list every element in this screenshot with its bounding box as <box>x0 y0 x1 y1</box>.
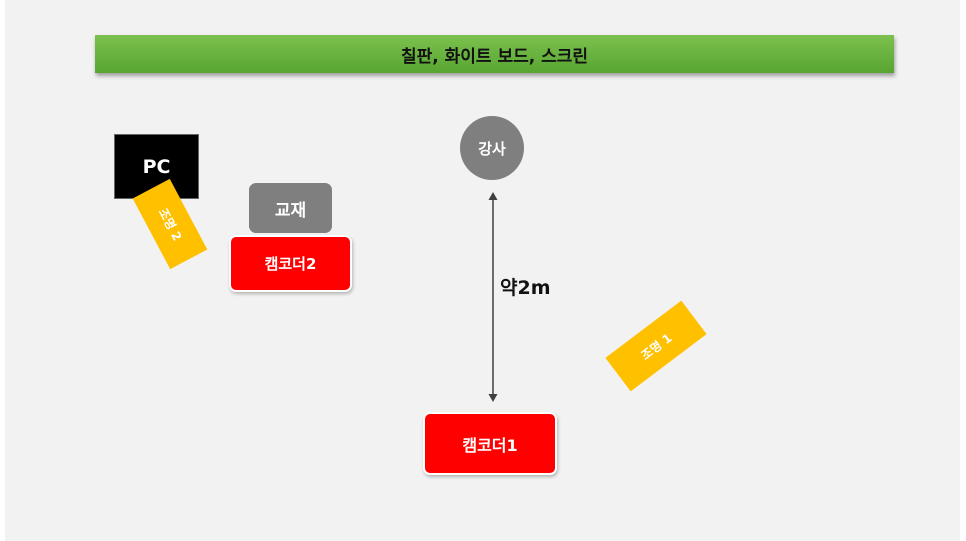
teaching-material-label: 교재 <box>274 200 307 221</box>
light-1: 조명 1 <box>605 300 707 392</box>
blackboard-label: 칠판, 화이트 보드, 스크린 <box>400 46 589 67</box>
diagram-canvas: 칠판, 화이트 보드, 스크린 PC 조명 2 교재 캠코더2 강사 약2m 조… <box>5 0 960 541</box>
instructor-circle: 강사 <box>460 116 524 180</box>
camcorder-2-label: 캠코더2 <box>264 255 317 273</box>
light-1-label: 조명 1 <box>638 330 675 363</box>
camcorder-2: 캠코더2 <box>229 235 352 292</box>
distance-double-arrow <box>488 192 498 402</box>
blackboard-whiteboard-screen: 칠판, 화이트 보드, 스크린 <box>95 35 894 73</box>
instructor-label: 강사 <box>478 139 506 158</box>
distance-label: 약2m <box>500 277 551 299</box>
teaching-material-box: 교재 <box>249 183 332 233</box>
pc-label: PC <box>142 155 171 178</box>
light-2-label: 조명 2 <box>155 205 184 243</box>
camcorder-1: 캠코더1 <box>423 412 557 475</box>
camcorder-1-label: 캠코더1 <box>462 435 518 455</box>
